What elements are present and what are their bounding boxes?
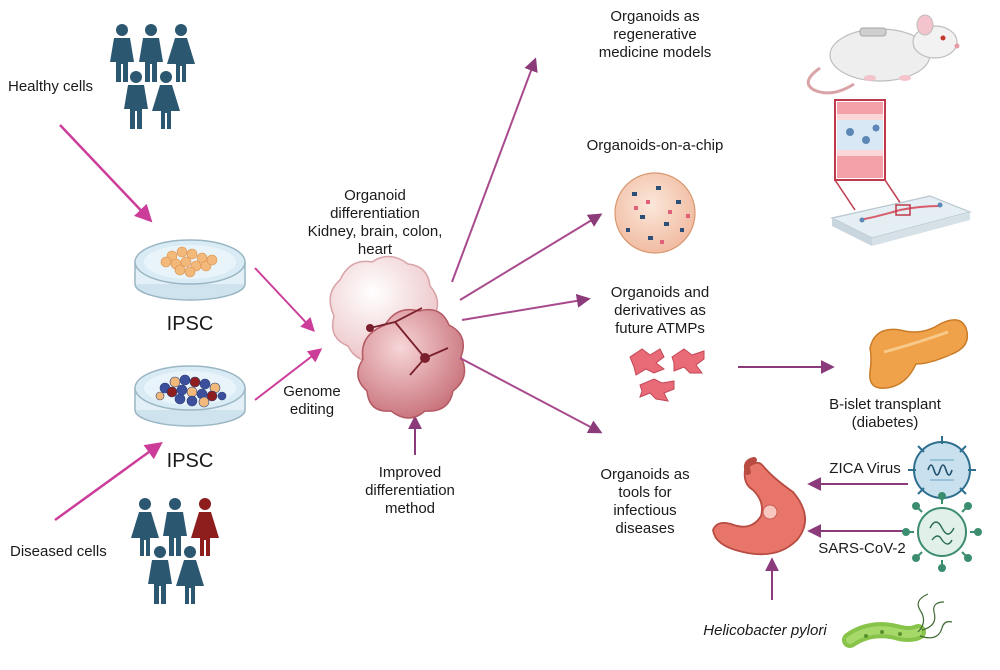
- petri-dish-icon: [134, 365, 246, 427]
- label-improved-method: Improved differentiation method: [365, 464, 455, 517]
- arrow-editing-to-organoid: [254, 348, 323, 401]
- arrow-to-regenerative: [451, 57, 538, 283]
- organoid-icon: [614, 172, 696, 254]
- label-diseased-cells: Diseased cells: [10, 543, 107, 560]
- arrow-to-atmps: [461, 293, 591, 321]
- coronavirus-icon: [902, 492, 982, 572]
- bacterium-icon: [842, 593, 953, 648]
- label-organoid-differentiation: Organoid differentiation Kidney, brain, …: [307, 187, 443, 258]
- organoid-icon: [329, 255, 466, 419]
- label-sars-cov-2: SARS-CoV-2: [818, 540, 906, 557]
- label-helicobacter: Helicobacter pylori: [703, 622, 827, 639]
- arrow-diseased-to-ipsc: [54, 441, 163, 522]
- arrow-to-infectious: [459, 357, 603, 434]
- stomach-icon: [712, 457, 806, 556]
- organ-chip-icon: [830, 99, 972, 246]
- petri-dish-icon: [134, 239, 246, 301]
- people-diseased-icon: [131, 498, 219, 604]
- label-ipsc-top: IPSC: [166, 313, 214, 335]
- label-islet-transplant: B-islet transplant (diabetes): [829, 396, 941, 431]
- pancreas-icon: [869, 319, 969, 389]
- mouse-icon: [806, 14, 960, 95]
- arrow-healthy-to-ipsc: [59, 124, 153, 223]
- cells-icon: [629, 348, 705, 402]
- arrow-to-chip: [459, 213, 603, 301]
- label-atmps: Organoids and derivatives as future ATMP…: [610, 284, 710, 337]
- label-zica-virus: ZICA Virus: [829, 460, 901, 477]
- arrow-ipsc-to-organoid: [254, 267, 315, 333]
- label-organoids-on-a-chip: Organoids-on-a-chip: [586, 137, 724, 154]
- label-healthy-cells: Healthy cells: [8, 78, 94, 95]
- label-regenerative: Organoids as regenerative medicine model…: [598, 8, 712, 61]
- label-genome-editing: Genome editing: [283, 383, 341, 418]
- label-infectious-diseases: Organoids as tools for infectious diseas…: [600, 466, 690, 537]
- people-healthy-icon: [110, 24, 195, 129]
- label-ipsc-bottom: IPSC: [166, 450, 214, 472]
